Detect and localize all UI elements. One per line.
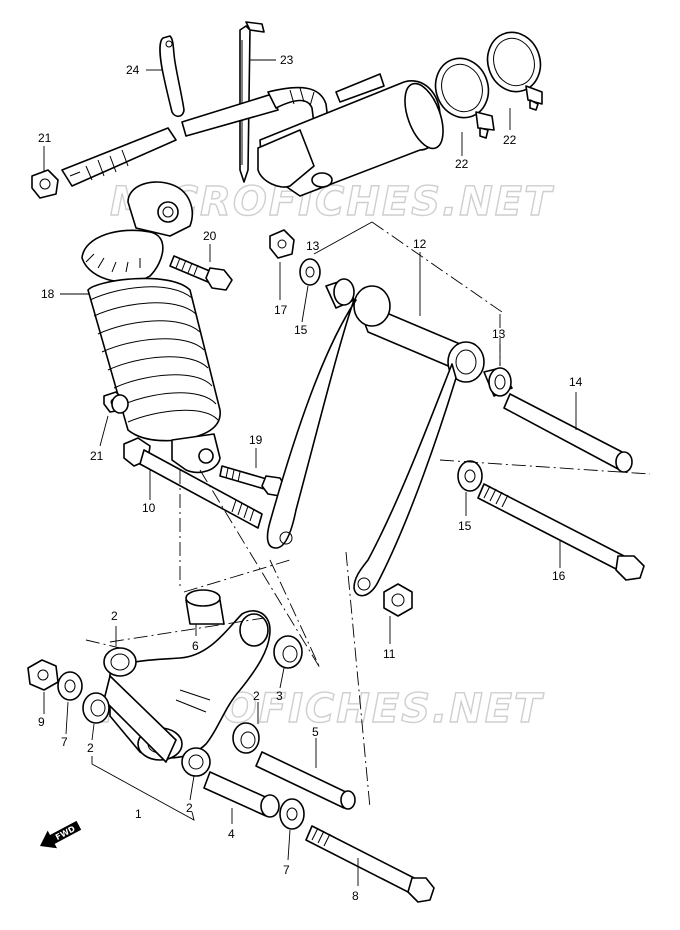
callout-7-lower: 7	[283, 863, 290, 877]
callout-2-b: 2	[87, 741, 94, 755]
callout-10: 10	[142, 501, 156, 515]
part-7-washer-left	[57, 671, 83, 701]
fwd-arrow-icon: FWD	[40, 820, 82, 849]
part-21-nut-top	[31, 169, 59, 199]
callout-11: 11	[383, 647, 396, 661]
part-15-washer-upper	[299, 258, 321, 286]
callout-3: 3	[276, 689, 283, 703]
callout-22-right: 22	[503, 133, 517, 147]
callout-19: 19	[249, 433, 263, 447]
part-12-cushion-rod	[266, 285, 485, 597]
part-15-washer-lower	[457, 460, 483, 492]
part-22-hose-clamp-right	[486, 31, 543, 111]
part-13-bushing-lower	[483, 367, 513, 397]
callout-15-lower: 15	[458, 519, 472, 533]
callout-1: 1	[135, 807, 142, 821]
callout-2-a: 2	[111, 609, 118, 623]
leader-lines	[43, 59, 577, 886]
part-6-collar	[185, 589, 225, 625]
callout-7-left: 7	[61, 735, 68, 749]
part-10-bolt	[123, 437, 263, 529]
callout-23: 23	[280, 53, 294, 67]
callout-numbers: 24 23 21 22 22 20 18 13 12 17 15 13 14 2…	[38, 53, 583, 903]
part-19-bolt	[219, 465, 287, 497]
callout-4: 4	[228, 827, 235, 841]
part-18-shock-absorber	[81, 181, 221, 474]
callout-13-upper: 13	[306, 239, 320, 253]
callout-14: 14	[569, 375, 583, 389]
part-14-spacer	[503, 393, 633, 473]
callout-17: 17	[274, 303, 288, 317]
part-2-bearing-b	[82, 692, 110, 724]
callout-22-left: 22	[455, 157, 469, 171]
callout-9: 9	[38, 715, 45, 729]
part-2-bearing-a	[103, 647, 137, 677]
part-17-nut	[269, 229, 295, 259]
part-13-bushing-upper	[325, 278, 355, 309]
callout-21-top: 21	[38, 131, 52, 145]
part-24-cable-holder	[159, 35, 185, 118]
part-11-nut	[383, 583, 413, 617]
callout-15-upper: 15	[294, 323, 308, 337]
shock-reservoir	[257, 73, 444, 197]
callout-18: 18	[41, 287, 55, 301]
part-5-spacer	[255, 751, 356, 810]
part-2-bearing-d	[181, 747, 211, 777]
callout-2-c: 2	[253, 689, 260, 703]
callout-12: 12	[413, 237, 427, 251]
part-2-bearing-c	[232, 722, 260, 754]
part-8-bolt	[305, 825, 435, 903]
callout-5: 5	[312, 725, 319, 739]
assembly-lines	[85, 221, 651, 809]
callout-8: 8	[352, 889, 359, 903]
part-9-nut	[27, 659, 59, 691]
callout-6: 6	[192, 639, 199, 653]
callout-20: 20	[203, 229, 217, 243]
part-1-cushion-lever	[103, 610, 271, 763]
part-4-collar	[203, 771, 280, 818]
part-16-bolt	[477, 483, 645, 581]
part-21-nut-lower	[103, 391, 129, 414]
callout-21-lower: 21	[90, 449, 104, 463]
callout-2-d: 2	[186, 801, 193, 815]
fwd-label: FWD	[54, 824, 77, 842]
part-22-hose-clamp-left	[434, 57, 495, 139]
callout-24: 24	[126, 63, 140, 77]
part-3-bearing	[273, 635, 303, 669]
part-20-bolt	[169, 255, 233, 291]
callout-13-lower: 13	[492, 327, 506, 341]
part-7-washer-lower	[279, 798, 305, 830]
callout-16: 16	[552, 569, 566, 583]
